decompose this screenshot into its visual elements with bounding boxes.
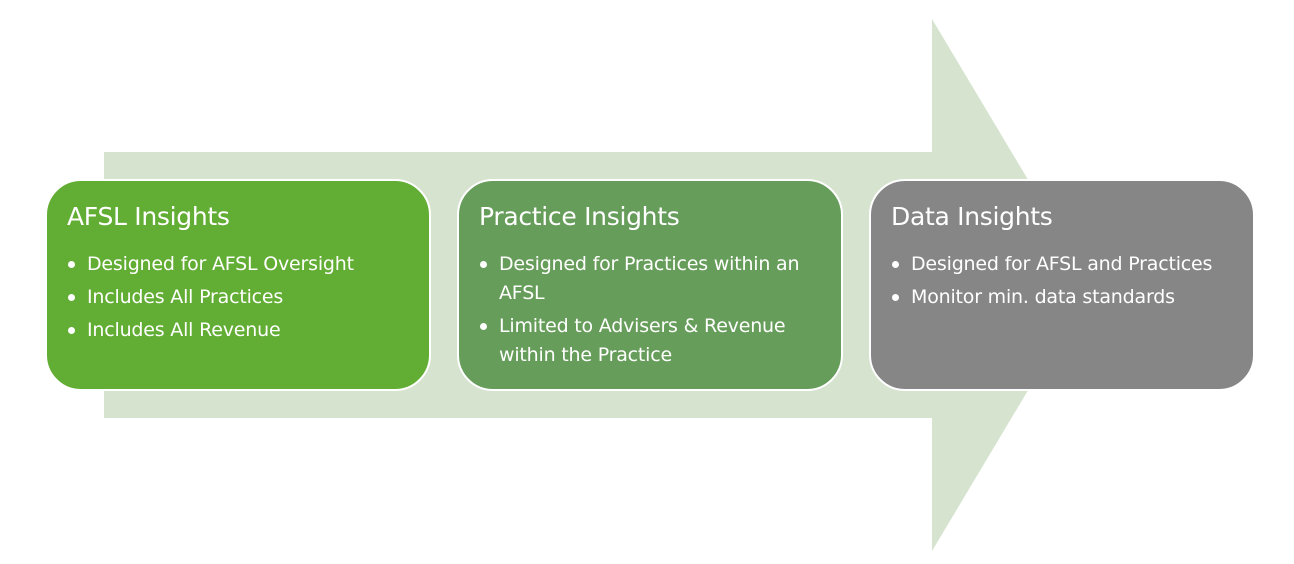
step-box-practice-insights: Practice Insights Designed for Practices… [457,179,843,391]
step-box-afsl-insights: AFSL Insights Designed for AFSL Oversigh… [45,179,431,391]
step-bullet-list: Designed for Practices within an AFSL Li… [479,250,831,374]
step-bullet-list: Designed for AFSL Oversight Includes All… [67,250,419,349]
step-box-data-insights: Data Insights Designed for AFSL and Prac… [869,179,1255,391]
bullet-icon [892,261,899,268]
bullet-item: Includes All Revenue [67,316,419,345]
step-title: Practice Insights [479,202,680,231]
bullet-text: Designed for AFSL and Practices [911,253,1213,275]
bullet-text: Includes All Practices [87,286,284,308]
step-title: AFSL Insights [67,202,230,231]
bullet-text: Includes All Revenue [87,319,281,341]
bullet-text: Limited to Advisers & Revenue within the… [499,315,786,366]
step-title: Data Insights [891,202,1053,231]
bullet-item: Designed for AFSL Oversight [67,250,419,279]
bullet-item: Designed for Practices within an AFSL [479,250,831,308]
bullet-icon [892,294,899,301]
bullet-item: Limited to Advisers & Revenue within the… [479,312,831,370]
step-bullet-list: Designed for AFSL and Practices Monitor … [891,250,1243,316]
bullet-text: Designed for Practices within an AFSL [499,253,800,304]
bullet-icon [68,294,75,301]
bullet-item: Designed for AFSL and Practices [891,250,1243,279]
bullet-icon [68,261,75,268]
bullet-item: Includes All Practices [67,283,419,312]
bullet-icon [480,261,487,268]
bullet-icon [480,323,487,330]
bullet-text: Monitor min. data standards [911,286,1175,308]
bullet-text: Designed for AFSL Oversight [87,253,354,275]
bullet-icon [68,327,75,334]
bullet-item: Monitor min. data standards [891,283,1243,312]
